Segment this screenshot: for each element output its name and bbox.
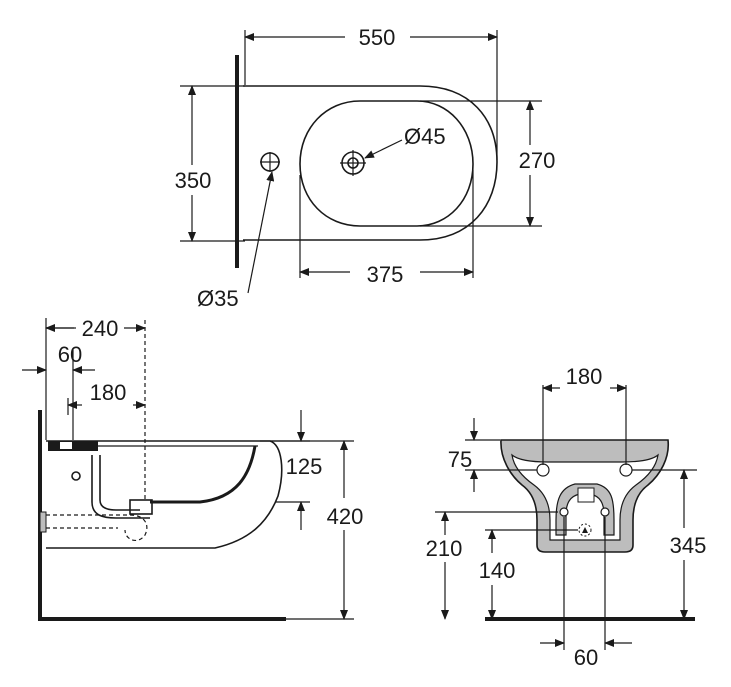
dim-60-back: 60 [574,645,598,670]
dim-550: 550 [359,25,396,50]
label-fixing-hole: Ø35 [197,286,239,311]
bolt-hole-right-icon [619,463,633,477]
side-bowl [150,445,257,504]
top-outline [243,85,498,241]
dim-180-side: 180 [90,380,127,405]
dim-240: 240 [82,316,119,341]
dim-345: 345 [670,533,707,558]
dim-210: 210 [426,536,463,561]
dim-75: 75 [448,447,472,472]
dim-270: 270 [519,148,556,173]
dim-125: 125 [286,454,323,479]
dim-60-side: 60 [58,342,82,367]
dim-375: 375 [367,262,404,287]
bolt-hole-left-icon [536,463,550,477]
side-outline [46,440,283,549]
back-view: 180 75 210 140 345 60 [426,364,707,670]
dim-420: 420 [327,504,364,529]
dim-140: 140 [479,558,516,583]
top-view: 550 350 270 375 Ø45 Ø35 [175,25,556,311]
label-tap-hole: Ø45 [404,124,446,149]
top-bowl [299,100,474,227]
dim-350: 350 [175,168,212,193]
dim-180-back: 180 [566,364,603,389]
side-view: 240 60 180 125 420 [22,316,363,621]
